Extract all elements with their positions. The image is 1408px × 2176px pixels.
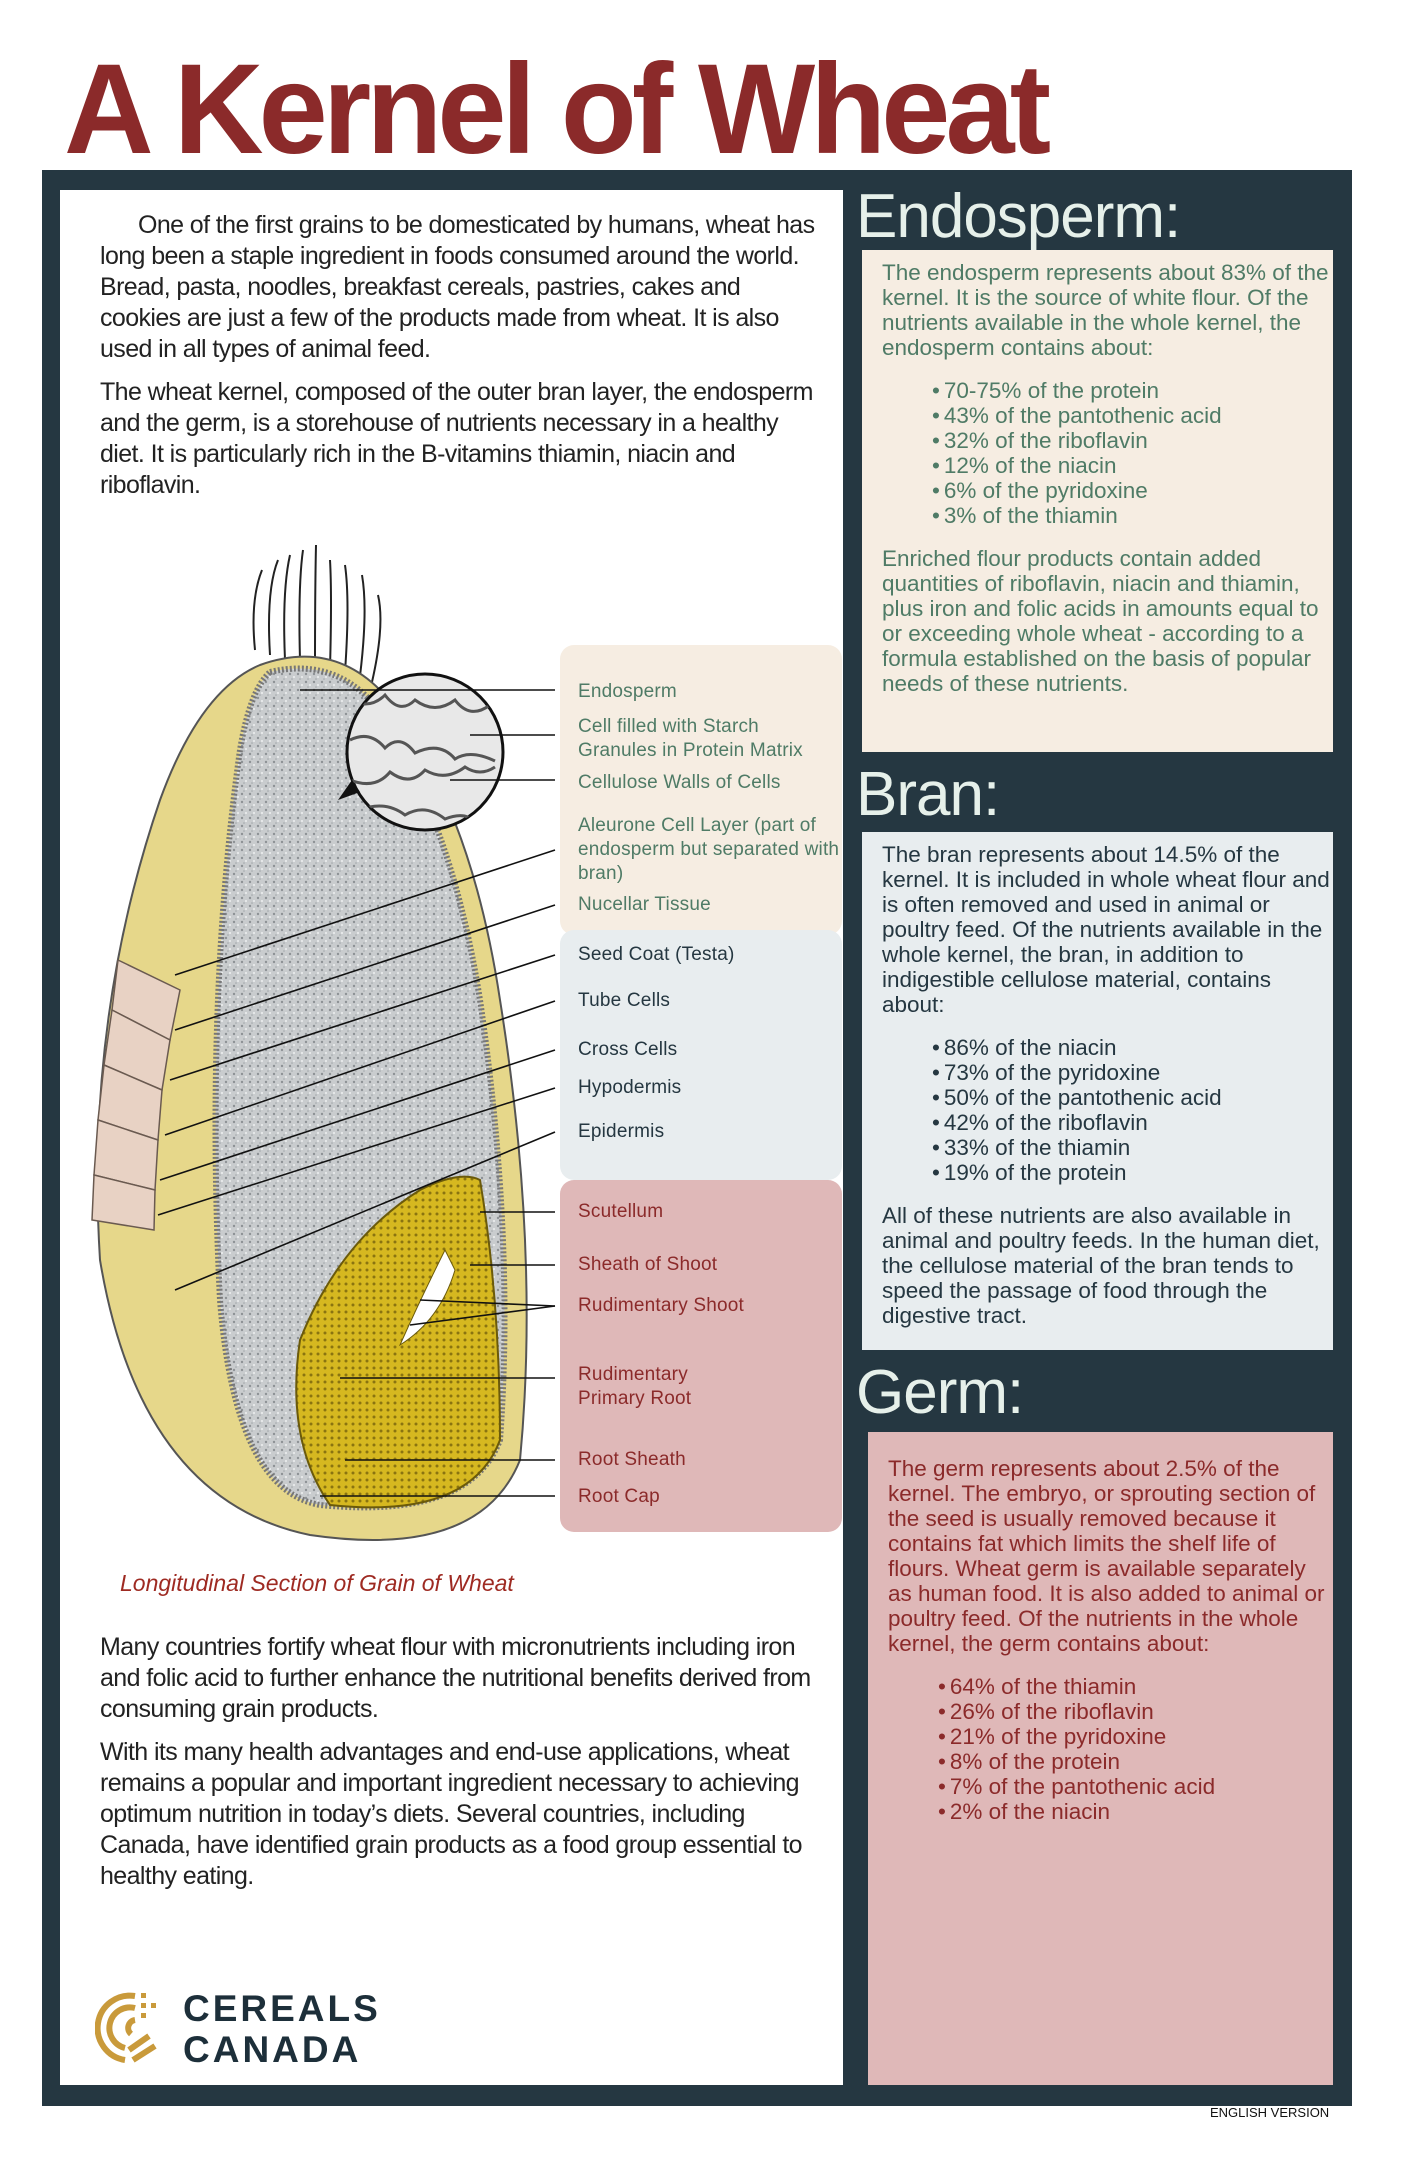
list-item: 21% of the pyridoxine xyxy=(938,1724,1333,1749)
label-rudimentary-root: Rudimentary Primary Root xyxy=(578,1364,692,1409)
bran-box: The bran represents about 14.5% of the k… xyxy=(862,832,1333,1350)
list-item: 12% of the niacin xyxy=(932,453,1333,478)
label-sheath-of-shoot: Sheath of Shoot xyxy=(578,1254,718,1275)
label-rudimentary-shoot: Rudimentary Shoot xyxy=(578,1295,745,1316)
list-item: 3% of the thiamin xyxy=(932,503,1333,528)
outro-paragraph: With its many health advantages and end-… xyxy=(100,1738,803,1890)
endosperm-intro: The endosperm represents about 83% of th… xyxy=(882,260,1329,360)
logo-text: CEREALS CANADA xyxy=(183,1988,381,2070)
list-item: 8% of the protein xyxy=(938,1749,1333,1774)
endosperm-list: 70-75% of the protein 43% of the pantoth… xyxy=(932,378,1333,528)
label-cross-cells: Cross Cells xyxy=(578,1039,678,1060)
list-item: 50% of the pantothenic acid xyxy=(932,1085,1333,1110)
cereals-canada-logo-icon xyxy=(95,1992,157,2063)
outro-paragraph: Many countries fortify wheat flour with … xyxy=(100,1633,811,1723)
magnifier-circle xyxy=(338,672,505,832)
bran-layers xyxy=(91,958,181,1231)
list-item: 19% of the protein xyxy=(932,1160,1333,1185)
bran-list: 86% of the niacin 73% of the pyridoxine … xyxy=(932,1035,1333,1185)
label-epidermis: Epidermis xyxy=(578,1121,665,1142)
endosperm-outro: Enriched flour products contain added qu… xyxy=(882,546,1319,696)
bran-heading: Bran: xyxy=(856,760,1000,829)
label-starch-cells: Cell filled with Starch Granules in Prot… xyxy=(578,716,803,761)
label-root-sheath: Root Sheath xyxy=(578,1449,686,1470)
list-item: 86% of the niacin xyxy=(932,1035,1333,1060)
page-title: A Kernel of Wheat xyxy=(64,38,1051,181)
list-item: 32% of the riboflavin xyxy=(932,428,1333,453)
bran-outro: All of these nutrients are also availabl… xyxy=(882,1203,1320,1328)
germ-labels-box xyxy=(560,1180,842,1532)
list-item: 43% of the pantothenic acid xyxy=(932,403,1333,428)
list-item: 33% of the thiamin xyxy=(932,1135,1333,1160)
outro-text: Many countries fortify wheat flour with … xyxy=(100,1632,820,1892)
label-tube-cells: Tube Cells xyxy=(578,990,671,1011)
label-hypodermis: Hypodermis xyxy=(578,1077,682,1098)
list-item: 7% of the pantothenic acid xyxy=(938,1774,1333,1799)
label-endosperm: Endosperm xyxy=(578,681,677,702)
intro-text: One of the first grains to be domesticat… xyxy=(100,210,820,501)
list-item: 2% of the niacin xyxy=(938,1799,1333,1824)
label-root-cap: Root Cap xyxy=(578,1486,660,1507)
list-item: 26% of the riboflavin xyxy=(938,1699,1333,1724)
label-seed-coat: Seed Coat (Testa) xyxy=(578,944,735,965)
list-item: 64% of the thiamin xyxy=(938,1674,1333,1699)
endosperm-heading: Endosperm: xyxy=(856,182,1181,251)
germ-intro: The germ represents about 2.5% of the ke… xyxy=(888,1456,1325,1656)
germ-list: 64% of the thiamin 26% of the riboflavin… xyxy=(938,1674,1333,1824)
leader-lines xyxy=(157,689,556,1497)
list-item: 73% of the pyridoxine xyxy=(932,1060,1333,1085)
endosperm-box: The endosperm represents about 83% of th… xyxy=(862,250,1333,752)
germ-heading: Germ: xyxy=(856,1358,1024,1427)
list-item: 6% of the pyridoxine xyxy=(932,478,1333,503)
intro-paragraph: The wheat kernel, composed of the outer … xyxy=(100,378,813,499)
diagram-caption: Longitudinal Section of Grain of Wheat xyxy=(120,1570,514,1596)
endosperm-labels-box xyxy=(560,645,842,935)
kernel-hairs xyxy=(252,544,382,683)
list-item: 70-75% of the protein xyxy=(932,378,1333,403)
label-aleurone: Aleurone Cell Layer (part of endosperm b… xyxy=(578,815,840,884)
bran-intro: The bran represents about 14.5% of the k… xyxy=(882,842,1330,1017)
label-cellulose-walls: Cellulose Walls of Cells xyxy=(578,772,781,793)
logo-line-1: CEREALS xyxy=(183,1988,381,2029)
language-label: ENGLISH VERSION xyxy=(1210,2105,1330,2120)
germ-box: The germ represents about 2.5% of the ke… xyxy=(868,1432,1333,2085)
label-nucellar: Nucellar Tissue xyxy=(578,894,711,915)
list-item: 42% of the riboflavin xyxy=(932,1110,1333,1135)
bran-labels-box xyxy=(560,930,842,1180)
label-scutellum: Scutellum xyxy=(578,1201,664,1222)
intro-paragraph: One of the first grains to be domesticat… xyxy=(100,211,815,363)
logo-line-2: CANADA xyxy=(183,2029,362,2070)
